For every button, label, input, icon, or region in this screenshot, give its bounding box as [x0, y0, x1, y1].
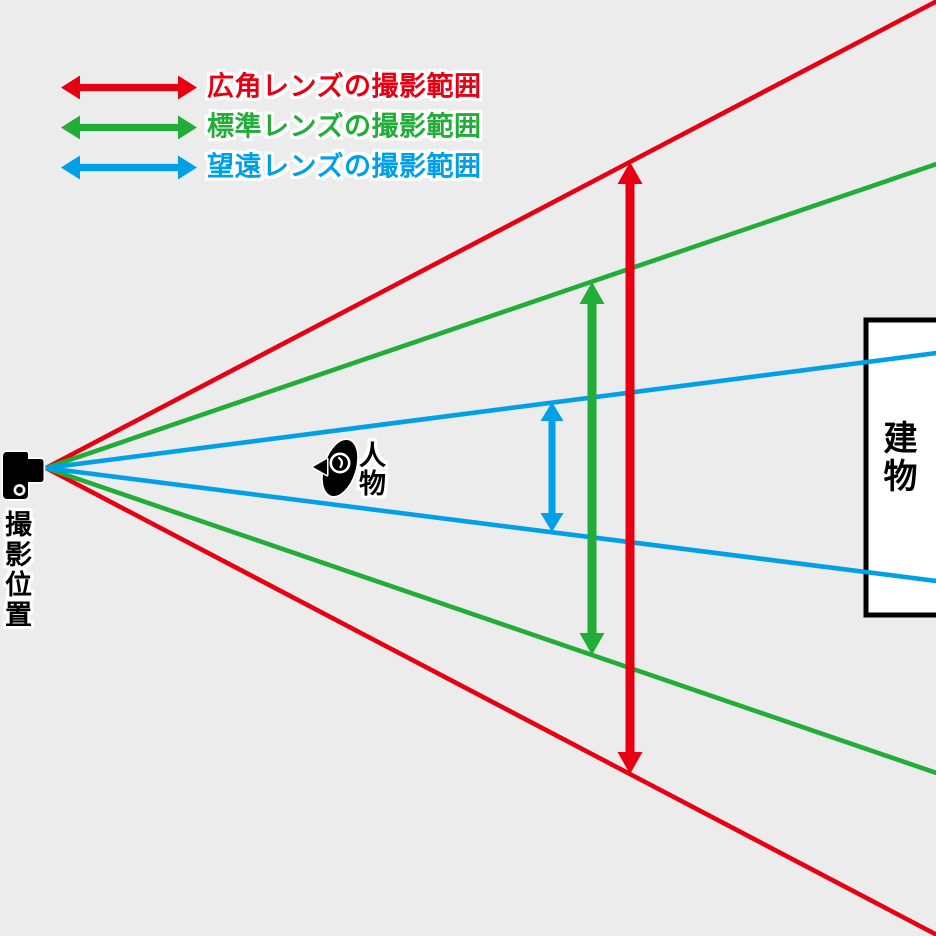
person-nose [311, 457, 329, 477]
standard-range-arrow [579, 282, 605, 655]
tele-range-arrowhead-bottom [540, 513, 564, 532]
wide-ray-top [44, 0, 936, 471]
standard-range-arrowhead-top [579, 282, 605, 304]
legend-label-wide: 広角レンズの撮影範囲 [207, 71, 482, 102]
standard-range-arrowhead-bottom [579, 633, 605, 655]
arrow-left-head [61, 75, 80, 99]
arrow-right-head [178, 155, 197, 179]
arrow-left-head [61, 155, 80, 179]
legend-item-tele: 望遠レンズの撮影範囲 [60, 151, 482, 182]
camera-lens-ring [13, 484, 26, 496]
wide-range-arrow-icon [61, 75, 197, 99]
standard-ray-top [45, 161, 936, 471]
wide-range-arrowhead-top [617, 162, 643, 184]
wide-ray-bottom [44, 465, 936, 936]
standard-ray-bottom [45, 465, 936, 776]
person-hair-whorl [337, 456, 344, 469]
standard-range-arrow-icon [61, 115, 197, 139]
tele-range-arrow-icon [61, 155, 197, 179]
camera-body [1, 450, 46, 501]
tele-ray-bottom [45, 465, 936, 584]
legend-label-standard: 標準レンズの撮影範囲 [207, 111, 482, 142]
camera-icon [1, 450, 46, 501]
person-label: 人物 [355, 441, 385, 497]
arrow-left-head [61, 115, 80, 139]
building-label: 建物 [878, 420, 916, 496]
tele-range-arrow [540, 402, 564, 532]
legend-item-standard: 標準レンズの撮影範囲 [60, 111, 482, 142]
building-box [863, 317, 936, 618]
arrow-right-head [178, 75, 197, 99]
legend-item-wide: 広角レンズの撮影範囲 [60, 71, 482, 102]
person-head [329, 452, 351, 474]
camera-position-label: 撮影位置 [1, 510, 31, 630]
legend-label-tele: 望遠レンズの撮影範囲 [207, 151, 482, 182]
wide-range-arrowhead-bottom [617, 752, 643, 774]
tele-range-arrowhead-top [540, 402, 564, 421]
person-icon [311, 438, 359, 498]
wide-range-arrow [617, 162, 643, 774]
tele-ray-top [45, 350, 936, 471]
arrow-right-head [178, 115, 197, 139]
fov-rays [44, 0, 936, 936]
